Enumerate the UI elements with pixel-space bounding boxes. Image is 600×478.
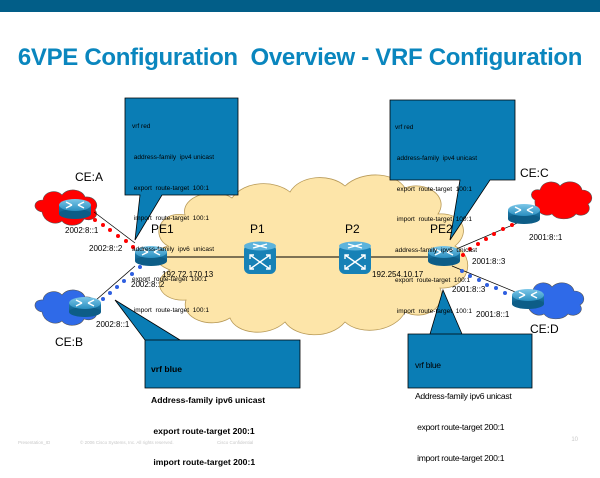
addr-ce-a: 2002:8::1 — [65, 226, 99, 235]
addr-pe2-red: 2001:8::3 — [472, 257, 506, 266]
callout-pe1-vrf-red-text: vrf red address-family ipv4 unicast expo… — [132, 102, 214, 326]
label-ce-c: CE:C — [520, 166, 549, 180]
config-line: Address-family ipv6 unicast — [151, 395, 266, 406]
addr-ce-d: 2001:8::1 — [476, 310, 510, 319]
label-p2: P2 — [345, 222, 360, 236]
addr-ce-b: 2002:8::1 — [96, 320, 130, 329]
provider-core-cloud — [155, 174, 469, 336]
addr-pe2-blue: 2001:8::3 — [452, 285, 486, 294]
callout-pe2-vrf-blue-text: vrf blue Address-family ipv6 unicast exp… — [415, 339, 512, 474]
config-line: vrf blue — [151, 363, 183, 374]
config-line: export route-target 200:1 — [151, 426, 255, 437]
ce-b-router-icon[interactable] — [68, 296, 102, 318]
network-diagram: CE:A CE:B CE:C CE:D PE1 PE2 P1 P2 2002:8… — [34, 97, 593, 389]
link-ce-a-pe1 — [93, 211, 136, 244]
p1-switch-icon[interactable] — [243, 240, 277, 275]
p2-switch-icon[interactable] — [338, 240, 372, 275]
vrf-blue-path-left — [101, 265, 142, 301]
footer-confidential: Cisco Confidential — [217, 440, 254, 445]
addr-pe1-red: 2002:8::2 — [89, 244, 123, 253]
config-line: import route-target 100:1 — [132, 307, 209, 315]
slide-title: 6VPE Configuration Overview - VRF Config… — [17, 44, 583, 71]
config-line: export route-target 100:1 — [132, 276, 208, 284]
config-line: import route-target 100:1 — [395, 216, 472, 224]
footer-presentation-id: Presentation_ID — [18, 440, 51, 445]
addr-pe1-core: 192.72.170.13 — [162, 270, 214, 279]
footer-copyright: © 2006 Cisco Systems, Inc. All rights re… — [80, 440, 174, 445]
config-line: address-family ipv4 unicast — [395, 155, 478, 163]
label-ce-b: CE:B — [55, 335, 83, 349]
config-line: address-family ipv6 unicast — [395, 246, 478, 254]
config-line: export route-target 100:1 — [395, 277, 471, 285]
config-line: vrf red — [395, 124, 414, 132]
config-line: import route-target 200:1 — [415, 453, 505, 464]
vrf-red-path-right — [461, 223, 514, 257]
config-line: import route-target 100:1 — [395, 308, 472, 316]
ce-d-router-icon[interactable] — [511, 288, 545, 310]
callout-pe2-vrf-red — [389, 99, 516, 241]
config-line: import route-target 200:1 — [151, 457, 256, 468]
callout-pe2-vrf-blue — [407, 288, 533, 389]
page-number: 10 — [571, 437, 578, 443]
config-line: vrf red — [132, 123, 151, 131]
ce-c-red-cloud — [531, 181, 593, 220]
callout-pe2-vrf-red-text: vrf red address-family ipv4 unicast expo… — [395, 103, 477, 327]
callout-pe1-vrf-blue-text: vrf blue Address-family ipv6 unicast exp… — [151, 343, 265, 478]
config-line: export route-target 100:1 — [395, 185, 472, 193]
config-line: export route-target 100:1 — [132, 184, 209, 192]
config-line: Address-family ipv6 unicast — [415, 391, 512, 402]
addr-ce-c: 2001:8::1 — [529, 233, 563, 242]
label-pe2: PE2 — [430, 222, 453, 236]
addr-pe2-core: 192.254.10.17 — [372, 270, 424, 279]
ce-c-router-icon[interactable] — [507, 203, 541, 225]
config-line: address-family ipv6 unicast — [132, 245, 215, 253]
config-line: address-family ipv4 unicast — [132, 154, 215, 162]
vrf-red-path-left — [93, 218, 135, 249]
ce-a-router-icon[interactable] — [58, 198, 92, 220]
label-pe1: PE1 — [151, 222, 174, 236]
callout-pe1-vrf-red — [124, 97, 239, 241]
callout-pe1-vrf-blue — [114, 299, 301, 389]
slide-header-bar — [0, 0, 600, 12]
link-ce-d-pe2 — [451, 265, 526, 297]
label-p1: P1 — [250, 222, 265, 236]
config-line: vrf blue — [415, 359, 441, 370]
config-line: import route-target 100:1 — [132, 215, 209, 223]
addr-pe1-blue: 2002:8::2 — [131, 280, 165, 289]
label-ce-a: CE:A — [75, 170, 103, 184]
label-ce-d: CE:D — [530, 322, 559, 336]
config-line: export route-target 200:1 — [415, 422, 505, 433]
